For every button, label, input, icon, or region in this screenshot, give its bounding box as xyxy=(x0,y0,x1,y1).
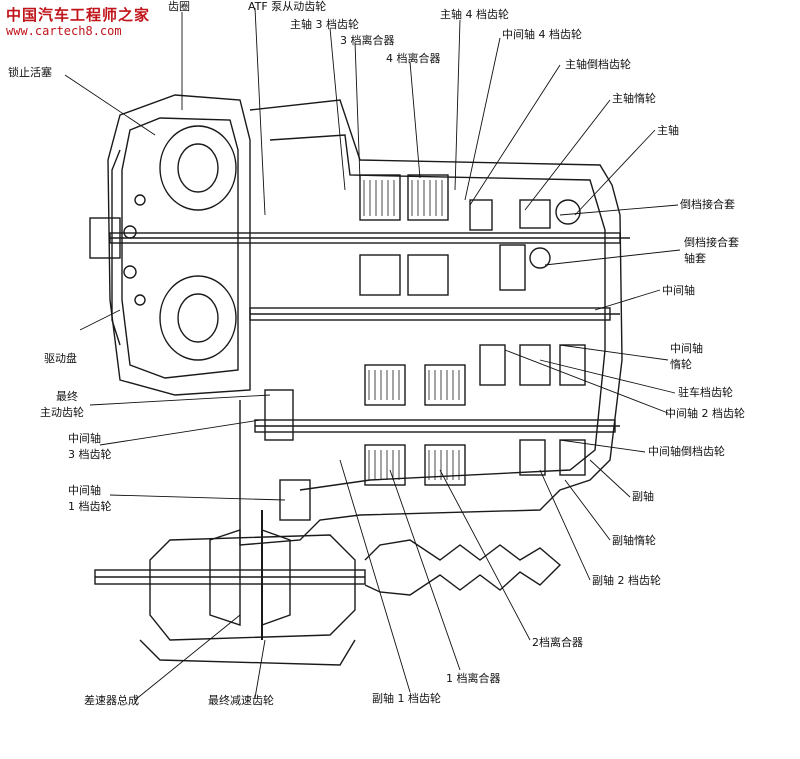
converter-housing-inner xyxy=(121,117,239,379)
turbine-upper xyxy=(159,125,237,211)
label-cs-2nd-gear: 中间轴 2 档齿轮 xyxy=(665,407,745,420)
label-2nd-clutch: 2档离合器 xyxy=(532,636,583,649)
mainshaft-4th-gear xyxy=(469,199,493,231)
label-4th-clutch: 4 档离合器 xyxy=(386,52,441,65)
label-atf-pump-gear: ATF 泵从动齿轮 xyxy=(248,0,327,13)
label-cs-3rd-2: 3 档齿轮 xyxy=(68,448,112,461)
label-final-driven-gear: 最终减速齿轮 xyxy=(208,694,274,707)
drive-plate xyxy=(111,149,121,346)
label-cs-idler-2: 惰轮 xyxy=(670,358,692,371)
park-gear xyxy=(519,344,551,386)
final-drive-gear xyxy=(264,389,294,441)
label-mainshaft-4th-gear: 主轴 4 档齿轮 xyxy=(440,8,509,21)
turbine-lower xyxy=(159,275,237,361)
clutch-2nd xyxy=(424,364,466,406)
label-ring-gear: 齿圈 xyxy=(168,0,190,13)
label-reverse-hub-2: 轴套 xyxy=(684,252,706,265)
label-mainshaft-reverse-gear: 主轴倒档齿轮 xyxy=(565,58,631,71)
label-1st-clutch: 1 档离合器 xyxy=(446,672,501,685)
label-cs-3rd-1: 中间轴 xyxy=(68,432,101,445)
label-countershaft: 中间轴 xyxy=(662,284,695,297)
label-differential: 差速器总成 xyxy=(84,694,139,707)
label-3rd-clutch: 3 档离合器 xyxy=(340,34,395,47)
label-countershaft-4th-gear: 中间轴 4 档齿轮 xyxy=(502,28,582,41)
watermark-url: www.cartech8.com xyxy=(6,24,122,38)
label-reverse-hub-1: 倒档接合套 xyxy=(684,236,739,249)
case-inner xyxy=(269,134,606,491)
label-cs-1st-2: 1 档齿轮 xyxy=(68,500,112,513)
label-final-drive-2: 主动齿轮 xyxy=(40,406,84,419)
label-cs-idler-1: 中间轴 xyxy=(670,342,703,355)
label-ss-1st-gear: 副轴 1 档齿轮 xyxy=(372,692,441,705)
label-ss-idler: 副轴惰轮 xyxy=(612,534,656,547)
label-cs-reverse-gear: 中间轴倒档齿轮 xyxy=(648,445,725,458)
label-ss-2nd-gear: 副轴 2 档齿轮 xyxy=(592,574,661,587)
turbine-upper-inner xyxy=(177,143,219,193)
label-reverse-selector: 倒档接合套 xyxy=(680,198,735,211)
label-cs-1st-1: 中间轴 xyxy=(68,484,101,497)
label-mainshaft: 主轴 xyxy=(657,124,679,137)
clutch-4th xyxy=(407,174,449,221)
leader-lines xyxy=(64,7,681,701)
label-park-gear: 驻车档齿轮 xyxy=(678,386,733,399)
reverse-selector xyxy=(519,199,551,229)
converter-housing xyxy=(107,94,251,396)
label-mainshaft-3rd-gear: 主轴 3 档齿轮 xyxy=(290,18,359,31)
turbine-lower-inner xyxy=(177,293,219,343)
clutch-1st xyxy=(364,364,406,406)
cv-boot xyxy=(364,539,562,596)
label-mainshaft-idler: 主轴惰轮 xyxy=(612,92,656,105)
transmission-case xyxy=(239,99,623,546)
label-secondary-shaft: 副轴 xyxy=(632,490,654,503)
differential-case xyxy=(149,534,356,641)
label-final-drive-1: 最终 xyxy=(56,390,78,403)
watermark-brand: 中国汽车工程师之家 xyxy=(6,6,151,24)
clutch-3rd xyxy=(359,174,401,221)
lower-case xyxy=(139,639,356,666)
label-lockup-piston: 锁止活塞 xyxy=(8,66,52,79)
label-drive-plate: 驱动盘 xyxy=(44,352,77,365)
